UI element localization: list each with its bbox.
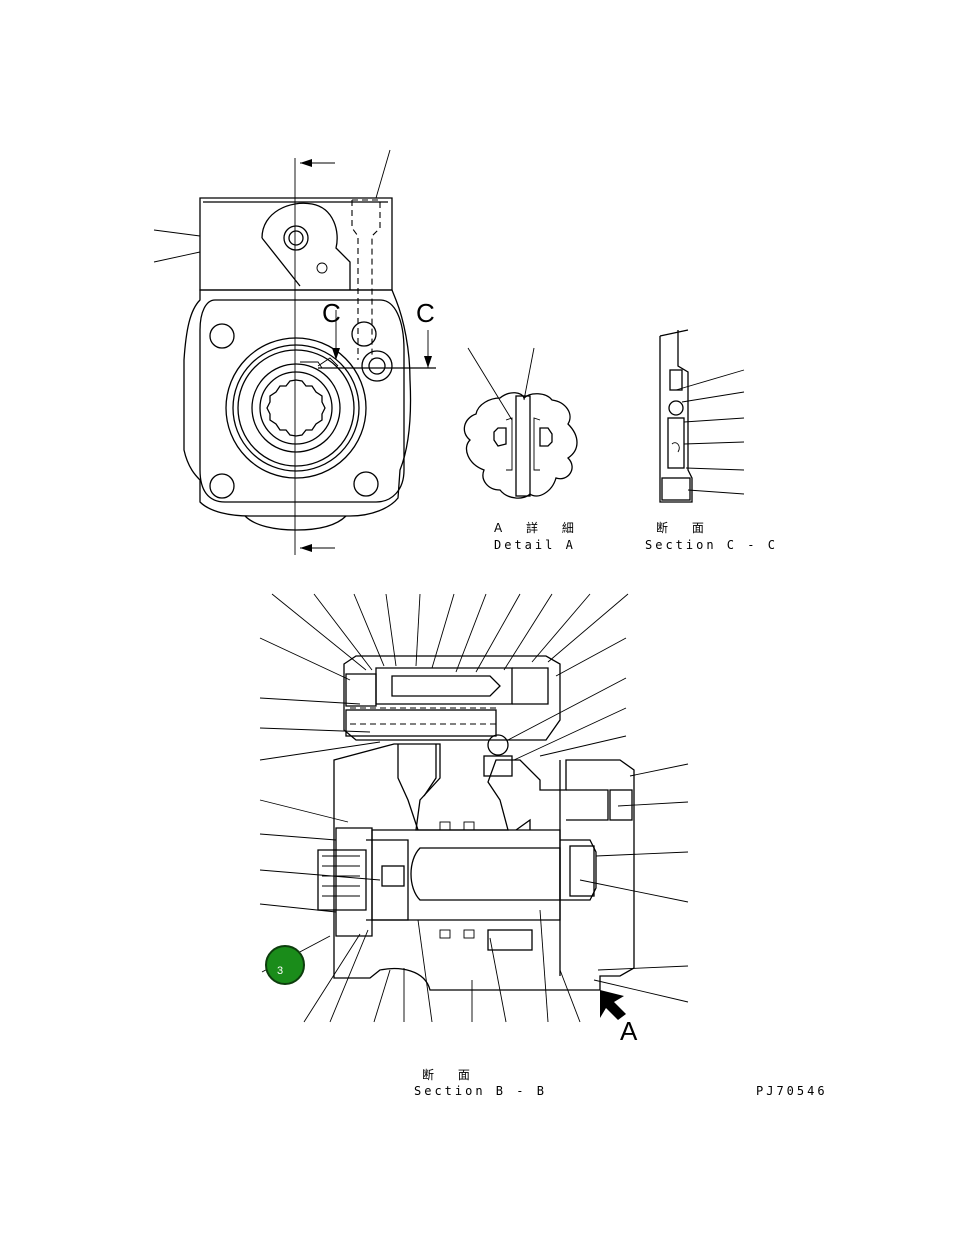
detail-a-title: Detail A [494,538,576,552]
detail-a-title-jp: A 詳 細 [494,521,584,535]
section-bb-title: Section B - B [414,1084,547,1098]
section-cc-title: Section C - C [645,538,778,552]
section-cc-view [659,329,745,503]
drawing-number: PJ70546 [756,1084,828,1098]
section-c-letter-left: C [322,298,341,328]
section-c-letter-right: C [416,298,435,328]
callout-number: 3 [277,965,284,977]
section-cc-title-jp: 断 面 [656,521,714,535]
callout-marker[interactable]: 3 [265,945,305,985]
section-bb-view [259,593,689,1023]
section-bb-title-jp: 断 面 [422,1068,480,1082]
detail-a-view [463,347,578,499]
view-arrow-letter: A [620,1016,638,1046]
top-view [153,149,436,555]
